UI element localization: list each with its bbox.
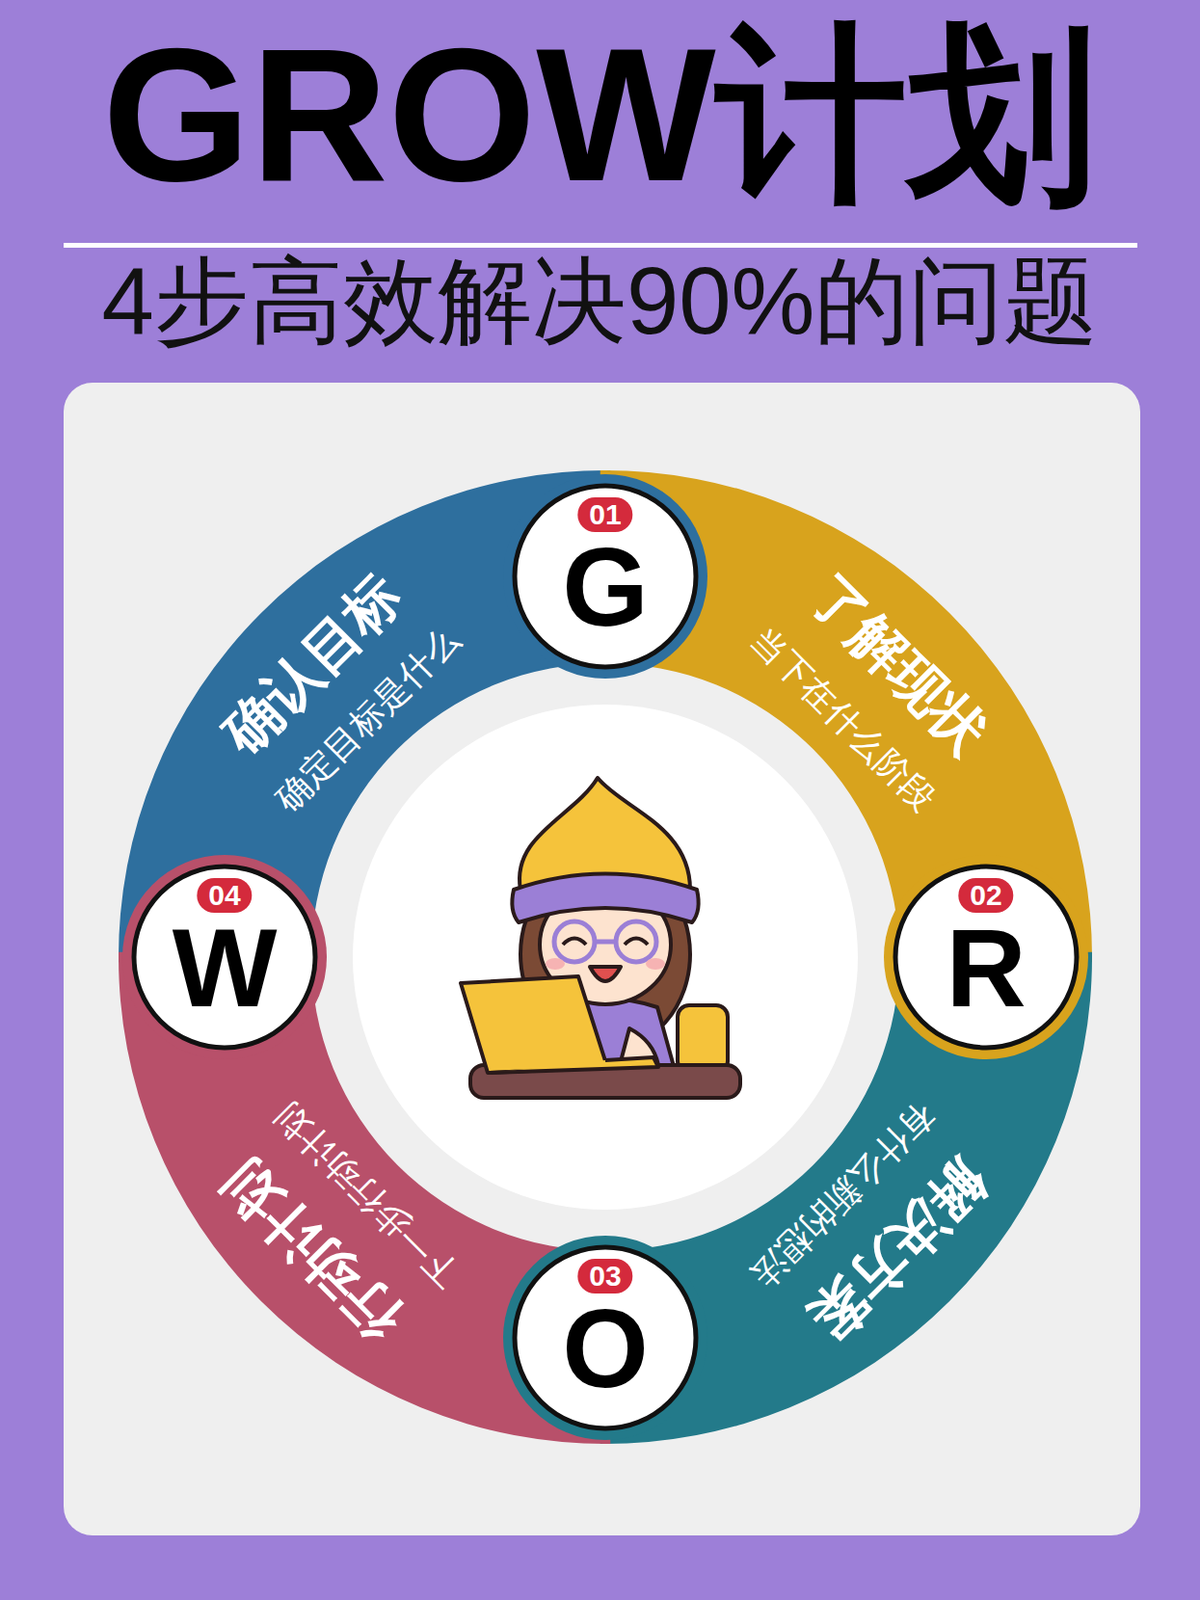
step-circle: 02R bbox=[881, 853, 1091, 1062]
step-circle: 04W bbox=[120, 853, 329, 1062]
step-circle: 01G bbox=[501, 472, 710, 681]
step-letter: O bbox=[501, 1293, 710, 1405]
panel bbox=[63, 382, 1141, 1536]
girl-illustration bbox=[460, 777, 741, 1098]
step-letter: W bbox=[120, 912, 329, 1024]
callout-number: 02 bbox=[958, 878, 1014, 913]
callout-number: 04 bbox=[196, 878, 252, 913]
step-letter: R bbox=[881, 912, 1091, 1024]
divider-line bbox=[63, 242, 1138, 248]
page-title: GROW计划 bbox=[0, 19, 1200, 211]
step-letter: G bbox=[501, 532, 710, 643]
center-circle bbox=[352, 704, 858, 1210]
callout-number: 03 bbox=[577, 1258, 633, 1294]
callout-number: 01 bbox=[577, 497, 633, 533]
subtitle: 4步高效解决90%的问题 bbox=[0, 252, 1200, 352]
step-circle: 03O bbox=[501, 1233, 710, 1442]
